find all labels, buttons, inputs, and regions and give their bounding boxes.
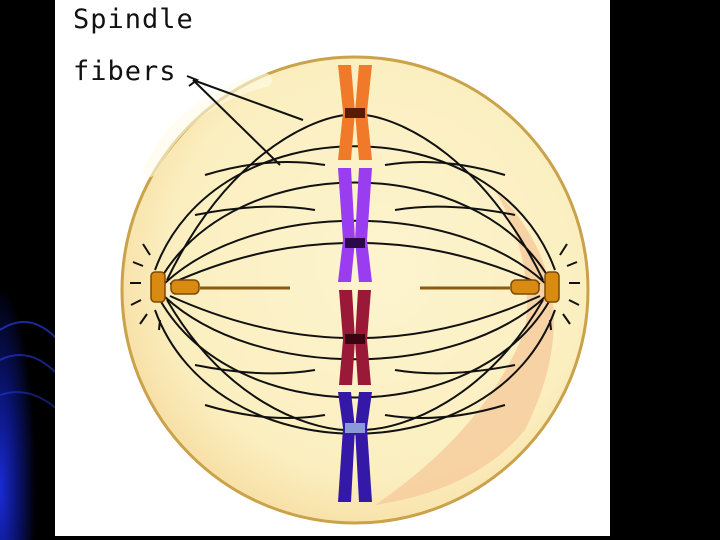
mitosis-figure-panel: Spindle fibers (55, 0, 610, 536)
chromosome-indigo (338, 392, 372, 502)
kinetochore-fiber-right-4 (364, 299, 544, 431)
polar-fiber-left-d (194, 364, 316, 375)
centrosome-left (150, 271, 200, 303)
kinetochore-fiber-left-4 (166, 299, 346, 431)
centrosome-right (510, 271, 560, 303)
label-pointer (186, 75, 304, 166)
spindle-fibers (154, 114, 556, 435)
kinetochore-fiber-right-2 (364, 242, 541, 285)
spindle-fiber-mid-bottom (164, 296, 546, 361)
kinetochore-fiber-left-2 (169, 242, 346, 285)
chromosome-maroon (339, 290, 371, 385)
spindle-fibers-label-line1: Spindle (73, 4, 194, 35)
kinetochore-fiber-right-3 (364, 295, 541, 339)
kinetochore-fiber-left-1 (166, 114, 346, 281)
polar-fiber-right-a (384, 161, 506, 176)
spindle-fibers-label-line2: fibers (73, 56, 177, 87)
spindle-fiber-outer-top (154, 145, 556, 271)
polar-fiber-left-b (204, 404, 326, 419)
polar-fiber-right-b (384, 404, 506, 419)
polar-fiber-left-a (204, 161, 326, 176)
cell-shading (375, 190, 554, 505)
cell-membrane (120, 55, 590, 525)
polar-fiber-right-d (394, 364, 516, 375)
polar-fiber-left-c (194, 205, 316, 216)
chromosome-violet (338, 168, 372, 282)
kinetochore-fiber-right-1 (364, 114, 544, 281)
cell-highlight (143, 73, 272, 177)
spindle-fiber-outer-bottom (154, 309, 556, 435)
aster-right (549, 243, 580, 331)
chromosome-orange (338, 65, 372, 160)
spindle-fiber-inner-top (159, 181, 551, 281)
polar-fiber-right-c (394, 205, 516, 216)
kinetochore-fiber-left-3 (169, 295, 346, 339)
metaphase-cell-diagram (120, 55, 590, 525)
spindle-fiber-mid-top (164, 219, 546, 284)
aster-left (130, 243, 161, 331)
